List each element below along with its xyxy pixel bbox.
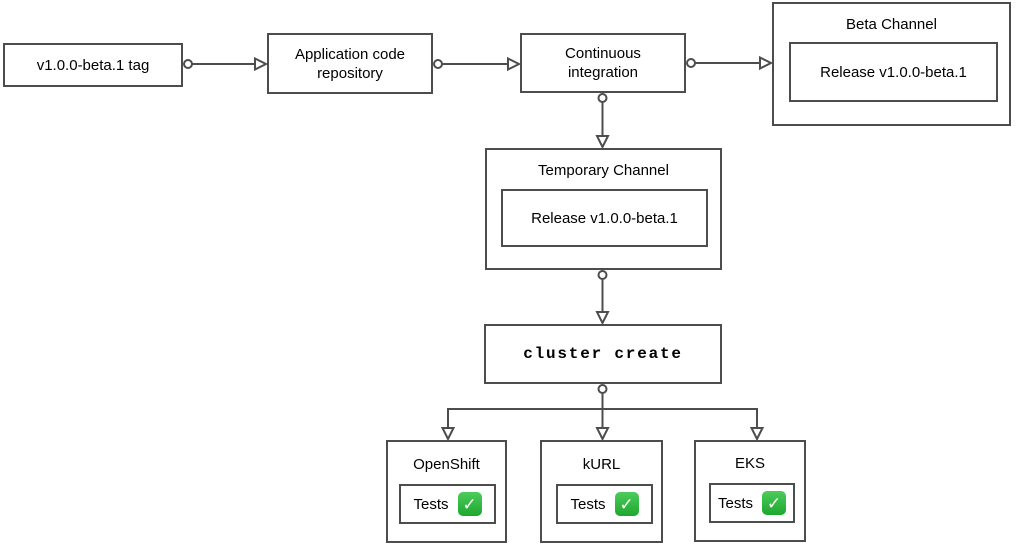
check-mark-icon: ✓ [457, 492, 482, 516]
temporary-release-box: Release v1.0.0-beta.1 [501, 189, 708, 247]
arrowhead-down [749, 427, 765, 442]
node-app-repository: Application code repository [267, 33, 433, 94]
connector-source-dot [597, 384, 608, 394]
node-beta-channel: Beta Channel Release v1.0.0-beta.1 [772, 2, 1011, 126]
arrowhead-right [254, 56, 269, 72]
edge-cluster-branches [447, 389, 758, 428]
temporary-release-label: Release v1.0.0-beta.1 [531, 209, 678, 227]
continuous-integration-label: Continuous integration [565, 45, 641, 81]
node-version-tag: v1.0.0-beta.1 tag [3, 43, 183, 87]
kurl-title: kURL [582, 455, 621, 473]
arrowhead-down [595, 311, 610, 326]
arrowhead-right [759, 55, 774, 71]
node-kurl: kURL Tests ✓ [540, 440, 663, 543]
app-repository-label: Application code repository [294, 45, 406, 82]
arrowhead-down [595, 135, 610, 150]
eks-title: EKS [734, 455, 765, 472]
openshift-tests-box: Tests ✓ [399, 484, 496, 524]
version-tag-label: v1.0.0-beta.1 tag [36, 56, 150, 74]
node-temporary-channel: Temporary Channel Release v1.0.0-beta.1 [485, 148, 722, 270]
arrowhead-down [595, 427, 610, 442]
tests-label: Tests [570, 495, 606, 513]
beta-release-box: Release v1.0.0-beta.1 [789, 42, 998, 102]
check-mark-icon: ✓ [614, 492, 639, 516]
check-mark-icon: ✓ [762, 491, 786, 515]
arrowhead-down [440, 427, 456, 442]
cluster-create-label: cluster create [523, 344, 683, 363]
tests-label: Tests [413, 495, 449, 513]
connector-source-dot [597, 93, 608, 103]
connector-source-dot [183, 59, 193, 69]
arrowhead-right [507, 56, 522, 72]
connector-source-dot [686, 58, 696, 68]
node-cluster-create: cluster create [484, 324, 722, 384]
connector-source-dot [597, 270, 608, 280]
node-continuous-integration: Continuous integration [520, 33, 686, 93]
kurl-tests-box: Tests ✓ [556, 484, 653, 524]
tests-label: Tests [717, 494, 753, 512]
beta-release-label: Release v1.0.0-beta.1 [820, 63, 967, 81]
beta-channel-title: Beta Channel [846, 15, 937, 33]
connector-source-dot [433, 59, 443, 69]
node-eks: EKS Tests ✓ [694, 440, 806, 542]
openshift-title: OpenShift [413, 455, 480, 473]
eks-tests-box: Tests ✓ [709, 483, 795, 523]
node-openshift: OpenShift Tests ✓ [386, 440, 507, 543]
temporary-channel-title: Temporary Channel [538, 162, 669, 179]
